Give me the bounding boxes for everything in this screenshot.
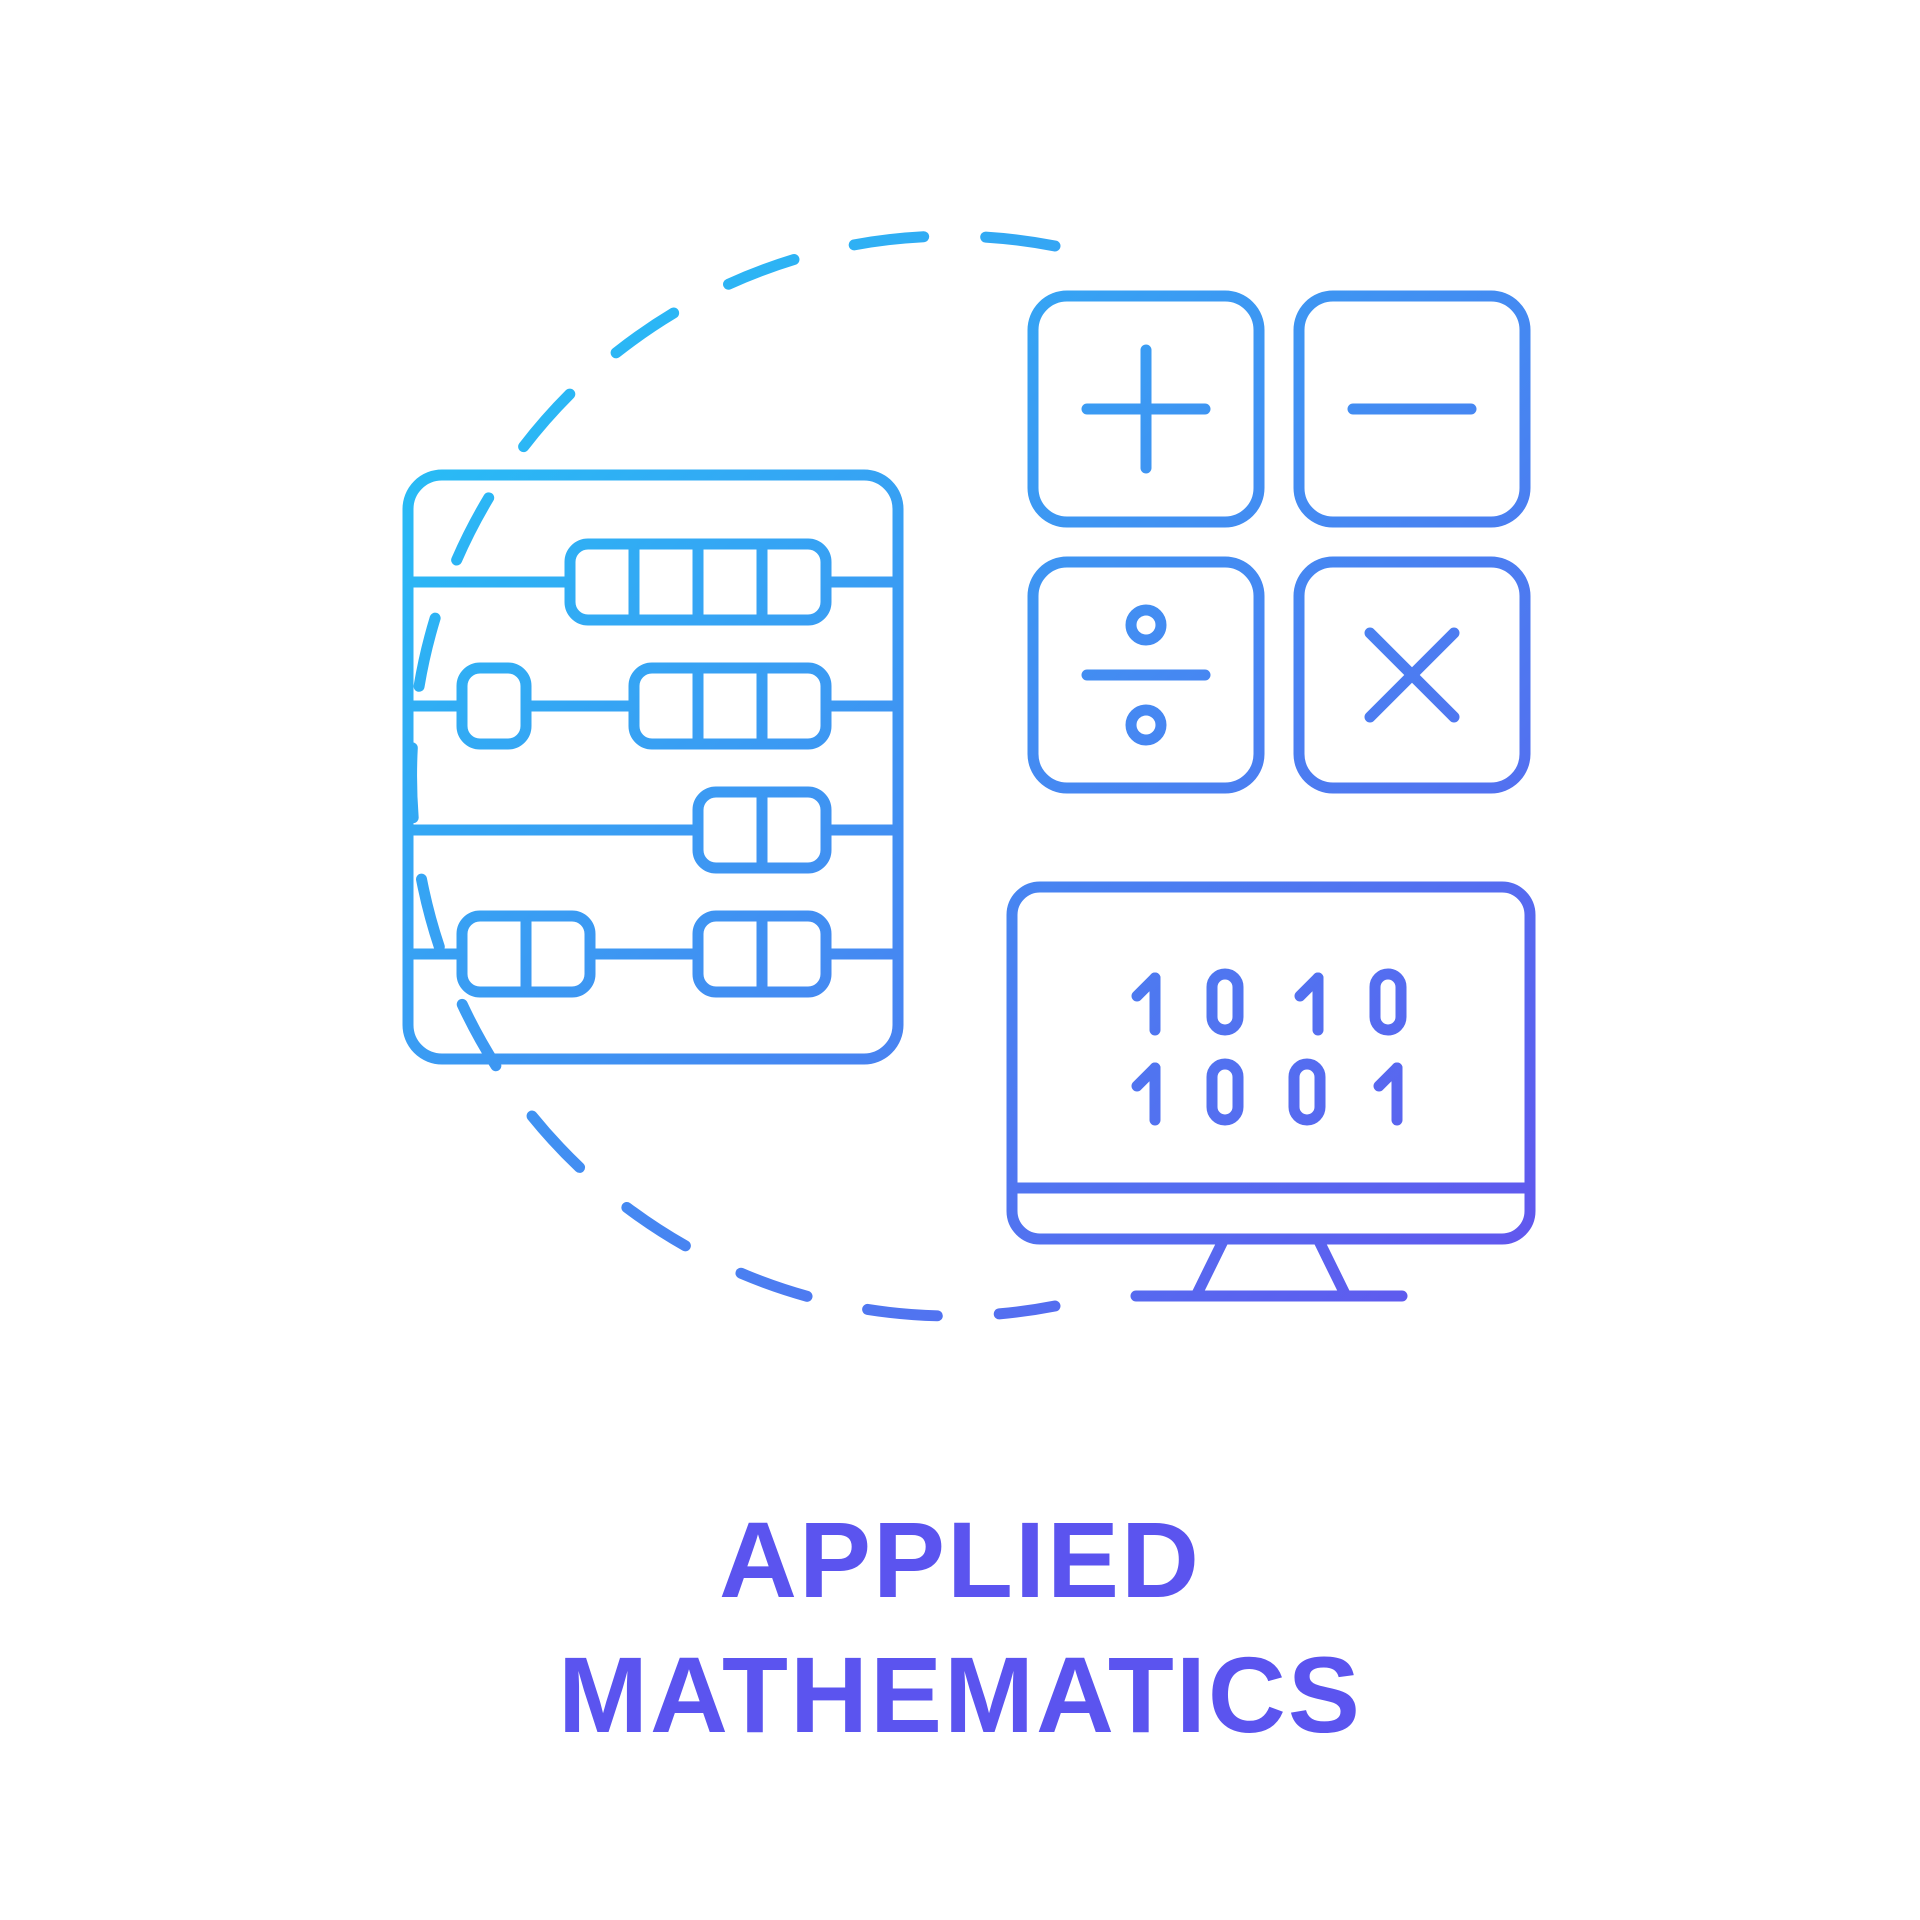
divide-key bbox=[1027, 556, 1265, 794]
multiply-key bbox=[1293, 556, 1531, 794]
monitor-icon bbox=[1006, 881, 1536, 1302]
binary-digit-one bbox=[1373, 1062, 1403, 1126]
binary-row-1 bbox=[1131, 968, 1407, 1036]
minus-key bbox=[1293, 290, 1531, 528]
binary-digit-zero bbox=[1206, 1058, 1244, 1126]
binary-digit-one bbox=[1294, 972, 1324, 1036]
binary-row-2 bbox=[1131, 1058, 1403, 1126]
binary-digit-zero bbox=[1288, 1058, 1326, 1126]
binary-digit-one bbox=[1131, 1062, 1161, 1126]
concept-title: APPLIED MATHEMATICS bbox=[0, 1492, 1920, 1762]
divide-icon bbox=[1081, 604, 1211, 746]
abacus-icon bbox=[402, 469, 904, 1065]
plus-icon bbox=[1081, 344, 1211, 474]
binary-digit-zero bbox=[1369, 968, 1407, 1036]
binary-digit-one bbox=[1131, 972, 1161, 1036]
dashed-orbit-arc bbox=[406, 230, 1061, 1322]
title-line-1: APPLIED bbox=[718, 1499, 1202, 1620]
title-line-2: MATHEMATICS bbox=[558, 1634, 1362, 1755]
binary-digit-zero bbox=[1206, 968, 1244, 1036]
multiply-icon bbox=[1364, 627, 1460, 723]
plus-key bbox=[1027, 290, 1265, 528]
